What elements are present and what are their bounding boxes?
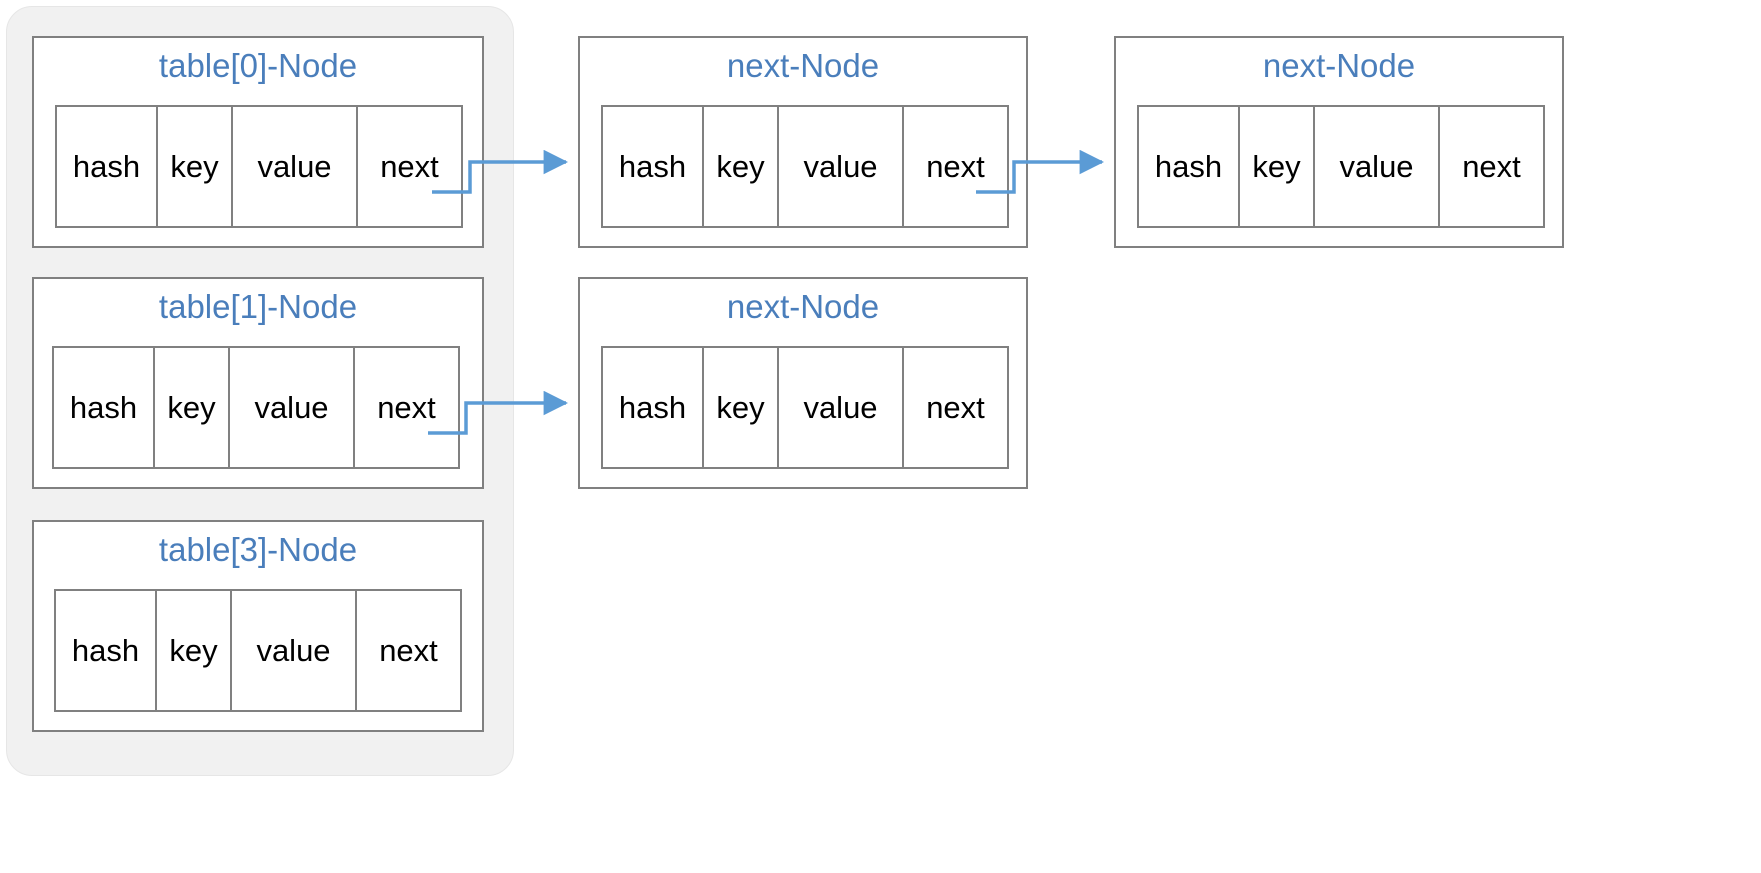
node-fields-table-1: hash key value next: [52, 346, 460, 469]
field-hash: hash: [603, 348, 704, 467]
field-value: value: [779, 107, 904, 226]
chain-node-0-1[interactable]: next-Node hash key value next: [578, 36, 1028, 248]
node-table-1[interactable]: table[1]-Node hash key value next: [32, 277, 484, 489]
node-fields-table-0: hash key value next: [55, 105, 463, 228]
chain-node-title: next-Node: [1262, 47, 1416, 84]
field-hash: hash: [56, 591, 157, 710]
field-next: next: [379, 633, 438, 668]
field-key: key: [155, 348, 230, 467]
field-next: next: [380, 149, 439, 184]
field-value: value: [779, 348, 904, 467]
chain-node-1-1[interactable]: next-Node hash key value next: [578, 277, 1028, 489]
field-hash: hash: [603, 107, 704, 226]
node-table-0[interactable]: table[0]-Node hash key value next: [32, 36, 484, 248]
field-key: key: [704, 107, 779, 226]
chain-node-fields: hash key value next: [1137, 105, 1545, 228]
node-title-table-1: table[1]-Node: [158, 288, 358, 325]
node-title-table-0: table[0]-Node: [158, 47, 358, 84]
chain-node-fields: hash key value next: [601, 105, 1009, 228]
chain-node-0-2[interactable]: next-Node hash key value next: [1114, 36, 1564, 248]
field-value: value: [232, 591, 357, 710]
field-hash: hash: [57, 107, 158, 226]
chain-node-title: next-Node: [726, 288, 880, 325]
field-next: next: [926, 390, 985, 425]
field-value: value: [233, 107, 358, 226]
node-table-3[interactable]: table[3]-Node hash key value next: [32, 520, 484, 732]
node-title-table-3: table[3]-Node: [158, 531, 358, 568]
field-key: key: [157, 591, 232, 710]
node-fields-table-3: hash key value next: [54, 589, 462, 712]
chain-node-title: next-Node: [726, 47, 880, 84]
field-value: value: [1315, 107, 1440, 226]
field-hash: hash: [54, 348, 155, 467]
chain-node-fields: hash key value next: [601, 346, 1009, 469]
field-next: next: [1462, 149, 1521, 184]
field-key: key: [158, 107, 233, 226]
field-next: next: [926, 149, 985, 184]
field-key: key: [1240, 107, 1315, 226]
field-hash: hash: [1139, 107, 1240, 226]
field-key: key: [704, 348, 779, 467]
field-next: next: [377, 390, 436, 425]
field-value: value: [230, 348, 355, 467]
